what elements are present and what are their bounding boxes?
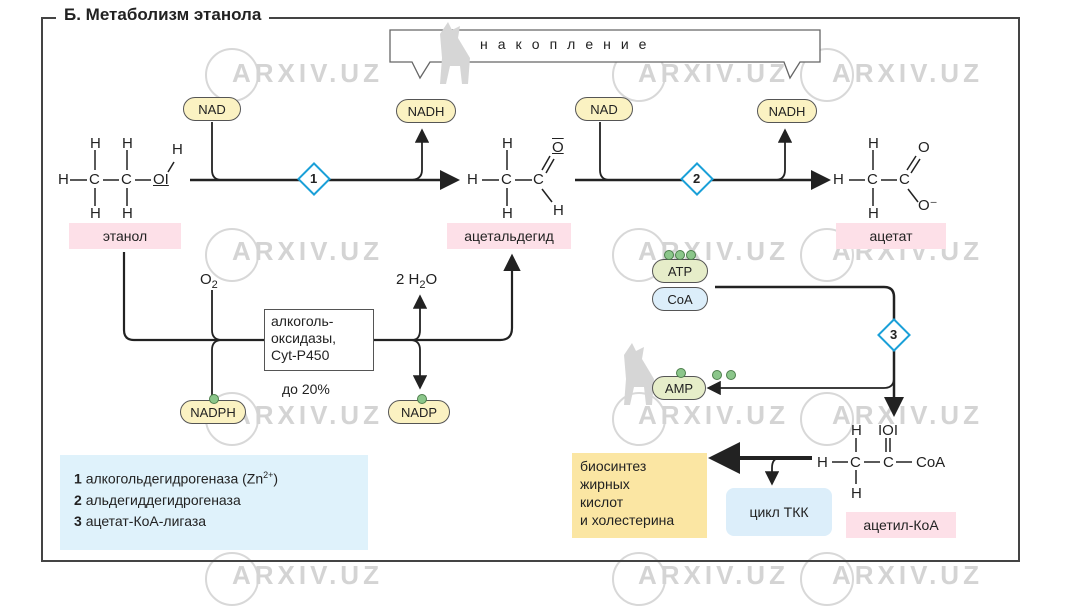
biosynthesis-box: биосинтез жирных кислот и холестерина: [572, 453, 707, 538]
biosynthesis-line: и холестерина: [580, 512, 675, 528]
atom-h: H: [868, 135, 879, 152]
oxygen-label: O2: [200, 271, 218, 291]
legend-item: 2 альдегиддегидрогеназа: [74, 491, 241, 508]
diagram-frame: [41, 17, 1020, 562]
coa-pill: CoA: [652, 287, 708, 311]
atom-o: IOI: [878, 422, 899, 439]
deer-icon: [624, 343, 654, 405]
atom-c: C: [501, 171, 512, 188]
oxidase-line-3: Cyt-P450: [271, 347, 330, 363]
diagram-title: Б. Метаболизм этанола: [56, 5, 270, 25]
water-prefix: 2 H: [396, 271, 420, 288]
watermark-text: ARXIV.UZ: [232, 58, 383, 88]
watermark-circle: [800, 228, 854, 282]
acetate-label: ацетат: [836, 223, 946, 249]
watermark-text: ARXIV.UZ: [638, 400, 789, 430]
watermark-circle: [800, 392, 854, 446]
watermark-text: ARXIV.UZ: [232, 560, 383, 590]
nadh-pill-1: NADH: [396, 99, 456, 123]
atom-o-minus: O⁻: [918, 197, 938, 214]
watermark-circle: [612, 392, 666, 446]
biosynthesis-line: биосинтез: [580, 458, 647, 474]
atom-h: H: [833, 171, 844, 188]
oxidase-line-2: оксидазы,: [271, 330, 337, 346]
atom-h: H: [502, 205, 513, 222]
phosphate-dot: [664, 250, 674, 260]
nadp-pill: NADP: [388, 400, 450, 424]
water-subscript: 2: [419, 279, 426, 291]
watermark-text: ARXIV.UZ: [232, 400, 383, 430]
biosynthesis-line: жирных: [580, 476, 630, 492]
atom-h: H: [502, 135, 513, 152]
atom-c: C: [121, 171, 132, 188]
phosphate-dot: [675, 250, 685, 260]
watermark-text: ARXIV.UZ: [832, 58, 983, 88]
phosphate-dot: [712, 370, 722, 380]
phosphate-dot: [726, 370, 736, 380]
atom-h: H: [817, 454, 828, 471]
atom-h: H: [868, 205, 879, 222]
oxidase-line-1: алкоголь-: [271, 313, 334, 329]
atom-h: H: [851, 485, 862, 502]
phosphate-dot: [686, 250, 696, 260]
deer-icon: [440, 22, 470, 84]
step-2-label: 2: [693, 171, 701, 186]
ethanol-label: этанол: [69, 223, 181, 249]
atom-h: H: [467, 171, 478, 188]
atom-h: H: [90, 135, 101, 152]
atom-c: C: [89, 171, 100, 188]
oxygen-subscript: 2: [211, 279, 218, 291]
oxidase-share: до 20%: [282, 381, 330, 397]
publisher-logo: [430, 14, 490, 104]
atom-c: C: [850, 454, 861, 471]
tca-cycle-box: цикл ТКК: [726, 488, 832, 536]
atp-pill: ATP: [652, 259, 708, 283]
atom-c: C: [883, 454, 894, 471]
atom-h: H: [172, 141, 183, 158]
legend-item: 3 ацетат-КоА-лигаза: [74, 512, 207, 529]
watermark-text: ARXIV.UZ: [638, 560, 789, 590]
phosphate-dot: [209, 394, 219, 404]
atom-o: O: [918, 139, 930, 156]
atom-c: C: [899, 171, 910, 188]
atom-h: H: [553, 202, 564, 219]
publisher-logo: [614, 335, 674, 425]
step-1-label: 1: [310, 171, 318, 186]
acetyl-coa-label: ацетил-КоА: [846, 512, 956, 538]
watermark-text: ARXIV.UZ: [638, 58, 789, 88]
atom-h: H: [58, 171, 69, 188]
biosynthesis-line: кислот: [580, 494, 624, 510]
atom-coa: CoA: [916, 454, 946, 471]
accumulation-label: накопление: [480, 36, 657, 52]
nadph-pill: NADPH: [180, 400, 246, 424]
legend-item: 1 алкогольдегидрогеназа (Zn2+): [74, 470, 279, 487]
water-label: 2 H2O: [396, 271, 437, 291]
atom-o: O: [552, 139, 564, 156]
watermark-text: ARXIV.UZ: [832, 400, 983, 430]
atom-h: H: [122, 205, 133, 222]
atom-c: C: [533, 171, 544, 188]
enzyme-legend: 1 алкогольдегидрогеназа (Zn2+) 2 альдеги…: [60, 455, 368, 550]
watermark-text: ARXIV.UZ: [232, 236, 383, 266]
atom-h: H: [90, 205, 101, 222]
nad-pill-2: NAD: [575, 97, 633, 121]
oxidase-box: алкоголь- оксидазы, Cyt-P450: [264, 309, 374, 371]
nadh-pill-2: NADH: [757, 99, 817, 123]
atom-c: C: [867, 171, 878, 188]
atom-h: H: [122, 135, 133, 152]
oxygen-symbol: O: [200, 271, 212, 288]
phosphate-dot: [417, 394, 427, 404]
atom-o: OI: [153, 171, 169, 188]
amp-pill: AMP: [652, 376, 706, 400]
watermark-text: ARXIV.UZ: [832, 560, 983, 590]
step-3-label: 3: [890, 327, 898, 342]
acetaldehyde-label: ацетальдегид: [447, 223, 571, 249]
atom-h: H: [851, 422, 862, 439]
watermark-circle: [800, 48, 854, 102]
phosphate-dot: [676, 368, 686, 378]
nad-pill-1: NAD: [183, 97, 241, 121]
water-suffix: O: [425, 271, 438, 288]
watermark-circle: [205, 228, 259, 282]
